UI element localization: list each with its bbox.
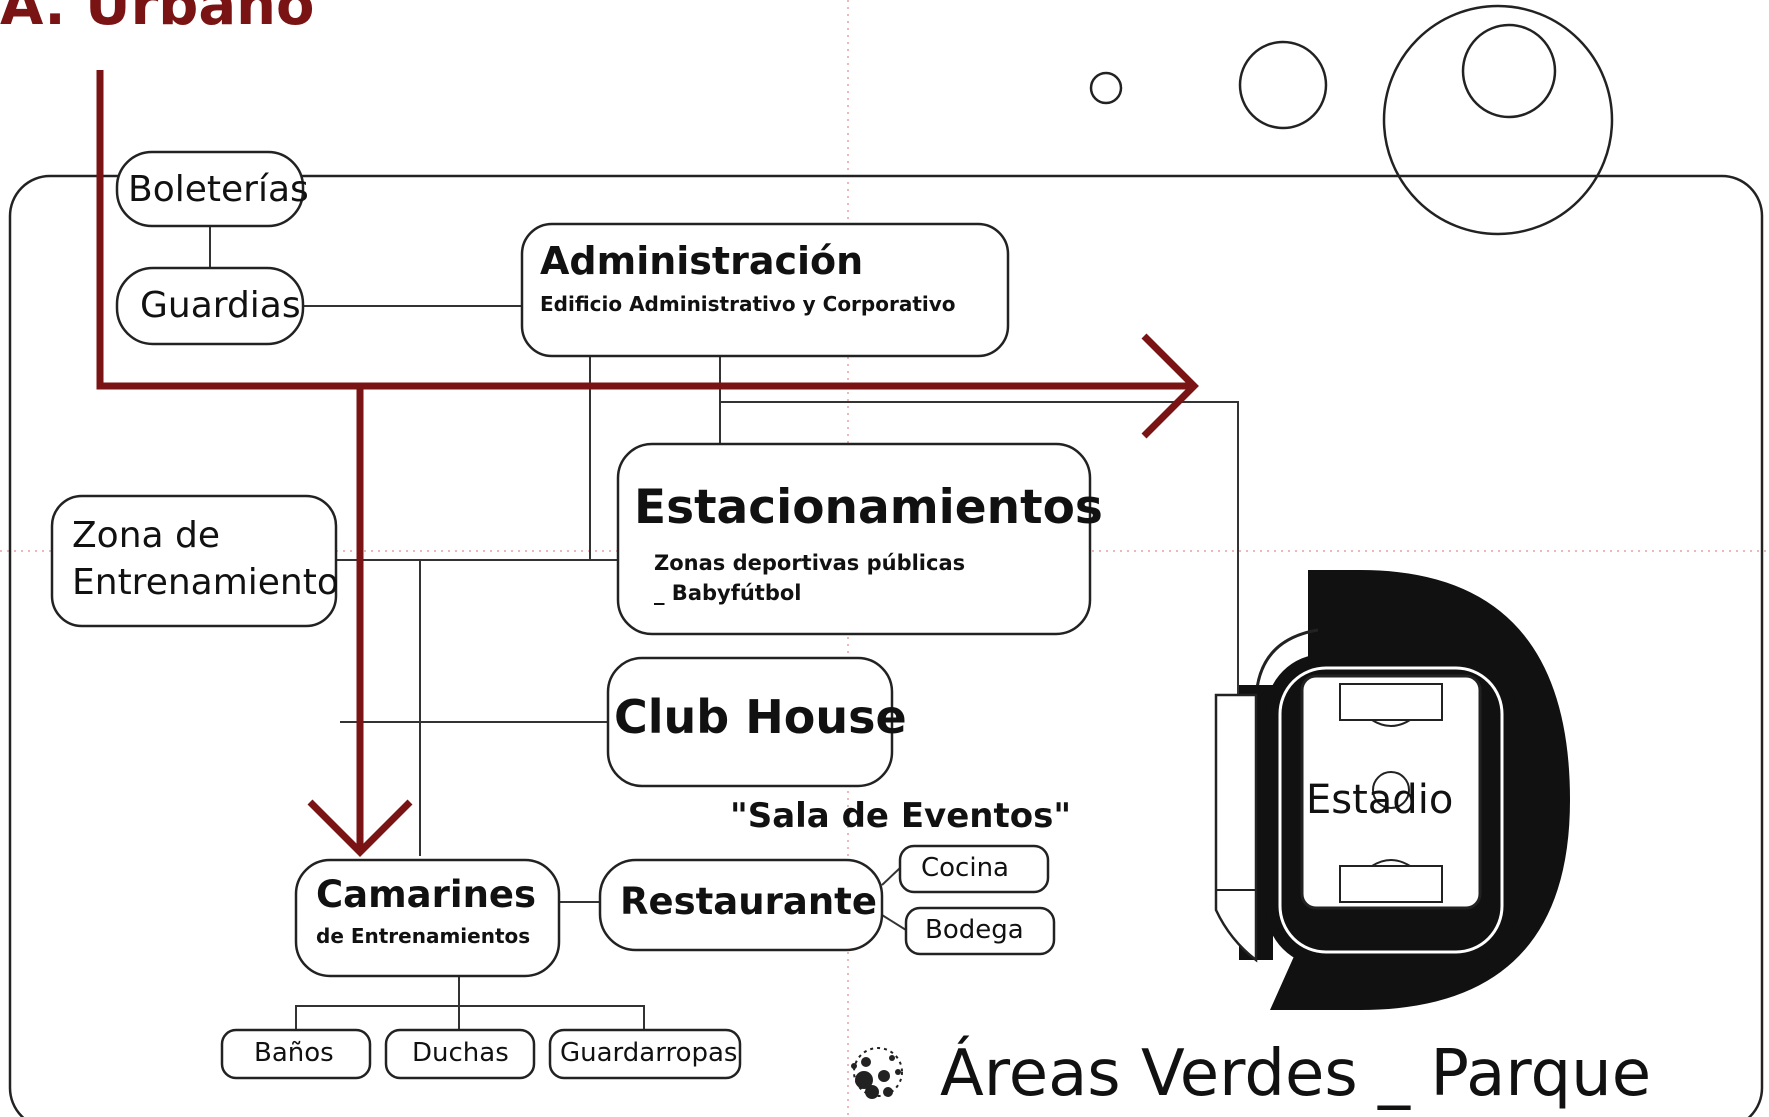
guardarropas-label: Guardarropas	[560, 1038, 738, 1068]
page-title: A. Urbano	[0, 0, 315, 38]
stadium-plan	[1214, 570, 1570, 1010]
duchas-label: Duchas	[412, 1038, 509, 1068]
estacionamientos-sublabel-1: Zonas deportivas públicas	[654, 551, 966, 575]
estadio-label: Estadio	[1306, 777, 1454, 823]
box-estacionamientos	[616, 442, 1092, 636]
box-guardarropas	[548, 1028, 742, 1080]
decorative-circles	[1089, 4, 1614, 236]
tree-icon-dot	[889, 1055, 895, 1061]
diagram-boxes	[50, 150, 1092, 1080]
tree-icon-dot	[855, 1071, 873, 1089]
site-boundary	[8, 174, 1764, 1117]
banos-label: Baños	[254, 1038, 334, 1068]
medium-circle	[1238, 40, 1328, 130]
box-bodega	[904, 906, 1056, 956]
estacionamientos-label: Estacionamientos	[634, 480, 1103, 535]
camarines-label: Camarines	[316, 873, 537, 916]
stadium-penalty-top	[1339, 683, 1443, 721]
stadium-track-line	[1278, 666, 1504, 954]
arrow-head-down	[307, 799, 413, 857]
stadium-arc-bottom	[1371, 859, 1411, 867]
box-boleterias	[115, 150, 305, 228]
zona-entrenamiento-line1: Zona de	[72, 515, 221, 556]
tree-icon-dot	[861, 1057, 871, 1067]
large-circle	[1382, 4, 1614, 236]
box-zona-entrenamiento	[50, 494, 338, 628]
tree-icon	[851, 1047, 903, 1099]
stadium-side-building	[1214, 693, 1258, 963]
administracion-sublabel: Edificio Administrativo y Corporativo	[540, 292, 956, 316]
connector-lines	[209, 226, 1239, 1030]
zona-entrenamiento-line2: Entrenamiento	[72, 562, 339, 603]
cocina-label: Cocina	[921, 853, 1009, 883]
connector-restaurante-bodega	[881, 914, 907, 931]
connector-restaurante-cocina	[881, 867, 901, 886]
small-circle	[1089, 71, 1123, 105]
guardias-label: Guardias	[140, 285, 301, 326]
tree-icon-dot	[895, 1069, 901, 1075]
tree-icon-dot	[851, 1063, 857, 1069]
box-banos	[220, 1028, 372, 1080]
circulation-arrows	[96, 70, 1199, 857]
arrow-head-right	[1141, 333, 1199, 439]
restaurante-label: Restaurante	[620, 880, 877, 923]
sala-eventos-label: "Sala de Eventos"	[730, 796, 1072, 836]
circulation-main-path	[96, 70, 1194, 390]
box-club-house	[606, 656, 894, 788]
tree-icon-outline	[853, 1047, 903, 1097]
stadium-pitch	[1300, 674, 1482, 910]
areas-verdes-legend: Áreas Verdes _ Parque	[940, 1037, 1652, 1111]
tree-icon-dot	[883, 1087, 893, 1097]
stadium-center-circle	[1372, 771, 1410, 809]
box-restaurante	[598, 858, 884, 952]
administracion-label: Administración	[540, 239, 864, 283]
club-house-label: Club House	[614, 690, 907, 744]
box-administracion	[520, 222, 1010, 358]
connector-admin-estadio	[720, 401, 1239, 695]
boleterias-label: Boleterías	[128, 169, 309, 210]
connector-services-bar	[295, 1005, 645, 1030]
box-guardias	[115, 266, 305, 346]
stadium-penalty-bottom	[1339, 865, 1443, 903]
estacionamientos-sublabel-2: _ Babyfútbol	[654, 581, 802, 605]
tree-icon-dot	[865, 1085, 879, 1099]
camarines-sublabel: de Entrenamientos	[316, 924, 531, 948]
box-camarines	[294, 858, 561, 978]
box-duchas	[384, 1028, 536, 1080]
inner-circle	[1461, 23, 1557, 119]
stadium-arc-top	[1371, 719, 1411, 727]
box-cocina	[898, 844, 1050, 894]
bodega-label: Bodega	[925, 915, 1024, 945]
tree-icon-dot	[878, 1070, 890, 1082]
